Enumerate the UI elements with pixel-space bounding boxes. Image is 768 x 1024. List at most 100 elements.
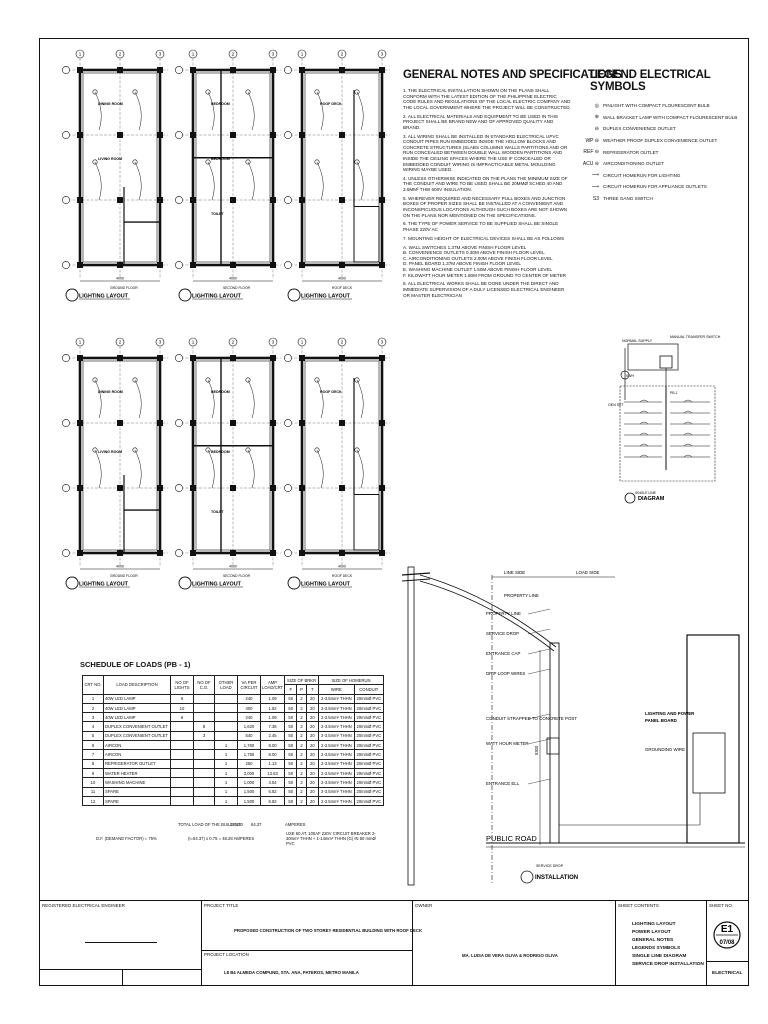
circuit-line (247, 91, 255, 131)
col-conduit: CONDUIT (353, 684, 385, 695)
table-cell: 2 (296, 721, 307, 732)
table-cell: 1.13 (259, 758, 286, 769)
table-cell: 2-3.5mm² THHN (318, 721, 355, 732)
table-cell (170, 777, 194, 788)
table-cell: 1 (214, 786, 238, 797)
grid-bubble (175, 419, 183, 427)
legend-symbol-icon: S3 (592, 195, 599, 202)
service-drop-wire (419, 574, 557, 648)
project-title-label: PROJECT TITLE (204, 903, 239, 908)
legend-row: ⊕WALL BRACKET LAMP WITH COMPACT FLOURESC… (575, 112, 745, 124)
table-cell: 20 (305, 712, 320, 723)
discipline: ELECTRICAL (712, 971, 743, 976)
table-cell: 1,620 (237, 721, 261, 732)
panel-board (619, 385, 716, 482)
light-fixture (205, 377, 211, 383)
circuit-line (316, 161, 324, 201)
light-fixture (354, 377, 360, 383)
sld-label: KWH (626, 374, 634, 378)
room-label: LIVING ROOM (98, 450, 122, 454)
grid-label: 1 (192, 340, 195, 345)
col-wire: WIRE (318, 684, 355, 695)
grid-bubble (175, 196, 183, 204)
table-cell (170, 740, 194, 751)
table-cell: 20mmØ PVC (353, 712, 385, 723)
section-mark-icon (287, 576, 301, 590)
sld-label: MANUAL TRANSFER SWITCH (670, 335, 721, 339)
table-cell: 50 (284, 721, 298, 732)
dimension: 4000 (338, 277, 346, 281)
note-item: 1. THE ELECTRICAL INSTALLATION SHOWN ON … (403, 88, 571, 110)
note-item: 4. UNLESS OTHERWISE INDICATED ON THE PLA… (403, 175, 568, 193)
table-cell (170, 730, 194, 742)
table-cell: 20mmØ PVC (353, 693, 385, 704)
sheet-content-item: LEGENDS SYMBOLS (632, 946, 681, 951)
sd-panel-label: LIGHTING AND POWER (645, 711, 695, 716)
project-location-label: PROJECT LOCATION (204, 952, 249, 957)
legend-text: WEATHER PROOF DUPLEX CONVENIENCE OUTLET (603, 138, 718, 144)
sheet-content-item: SERVICE DROP INSTALLATION (632, 962, 704, 967)
table-cell: 6 (82, 740, 104, 751)
table-cell: 2-3.5mm² THHN (318, 758, 355, 769)
light-fixture (92, 377, 98, 383)
table-cell: 2 (296, 777, 307, 788)
table-cell: 8.00 (259, 740, 286, 751)
table-cell: 2 (296, 693, 307, 704)
circuit-line (316, 91, 324, 131)
total-amp: 64.37 (251, 822, 262, 827)
table-cell: 2-3.5mm² THHN (318, 693, 355, 704)
grid-bubble (268, 49, 278, 59)
section-mark-icon (65, 288, 79, 302)
circuit-line (94, 449, 102, 489)
grid-bubble (337, 49, 347, 59)
circuit-line (134, 161, 142, 201)
table-cell: 50 (284, 786, 298, 797)
schedule-title: SCHEDULE OF LOADS (PB - 1) (80, 660, 191, 669)
table-cell: 2 (82, 702, 104, 714)
sd-callout: SERVICE DROP (486, 631, 519, 636)
grid-bubble (377, 337, 387, 347)
grid-bubble (284, 66, 292, 74)
table-cell: 20mmØ PVC (353, 730, 385, 742)
col-group-brkr: SIZE OF BRKR (284, 674, 320, 686)
grid-bubble (115, 49, 125, 59)
table-cell: 2-3.5mm² THHN (318, 777, 355, 788)
grid-bubble (377, 49, 387, 59)
table-cell: 240 (237, 712, 261, 723)
table-cell: 240 (237, 693, 261, 704)
breaker-icon (683, 443, 693, 447)
table-cell: 1.09 (259, 693, 286, 704)
dimension: 5300 (534, 745, 539, 755)
room-label: BEDROOM (211, 102, 230, 106)
table-cell: 50 (284, 795, 298, 807)
legend-text: WALL BRACKET LAMP WITH COMPACT FLOURESCE… (603, 114, 738, 120)
floor-label: SECOND FLOOR (223, 286, 251, 290)
light-fixture (205, 159, 211, 165)
grid-label: 1 (192, 52, 195, 57)
table-cell: 8 (193, 721, 215, 732)
table-cell: 50 (284, 740, 298, 751)
table-cell: 20mmØ PVC (353, 721, 385, 732)
panel-label: PB-1 (670, 391, 678, 395)
grid-bubble (284, 261, 292, 269)
circuit-line (134, 379, 142, 419)
legend-text: THREE GANG SWITCH (603, 196, 653, 202)
light-fixture (132, 89, 138, 95)
table-cell: 20mmØ PVC (353, 786, 385, 797)
col-co: NO OF C.O. (193, 675, 215, 695)
table-cell (214, 702, 238, 714)
table-cell (214, 721, 238, 732)
room-label: ROOF DECK (320, 390, 342, 394)
dimension: 4000 (116, 565, 124, 569)
legend-symbol-icon: ⟿ (591, 172, 599, 179)
room-label: ROOF DECK (320, 102, 342, 106)
section-mark-icon (65, 576, 79, 590)
light-fixture (245, 447, 251, 453)
project-location: L8 B4 ALMEDA COMPUND, STA. ANA, PATEROS,… (224, 970, 359, 975)
sld-label: GEN SET (608, 403, 625, 407)
